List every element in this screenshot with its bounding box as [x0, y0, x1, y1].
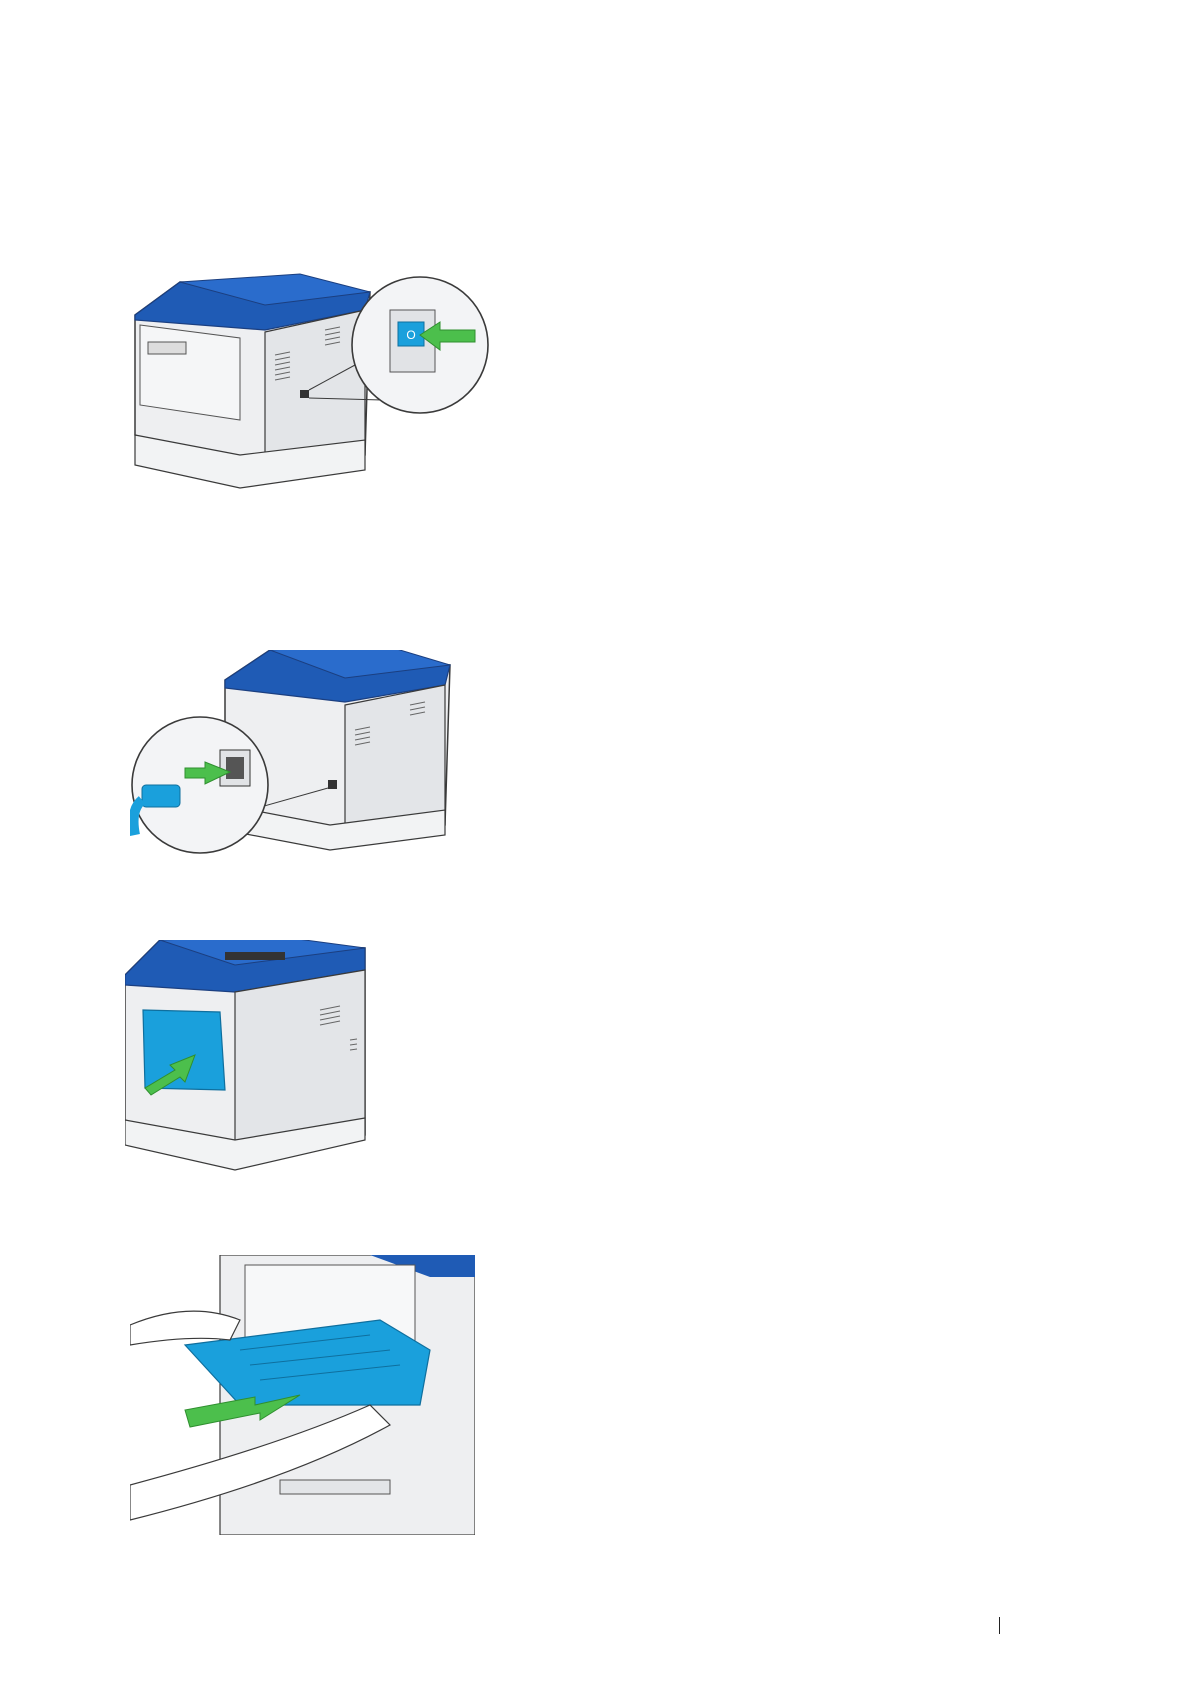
- hands-remove-mpf-tray-illustration: [130, 1255, 475, 1535]
- printer-front-mpf-cover-illustration: [125, 940, 395, 1195]
- printer-rear-power-switch-illustration: O: [120, 270, 535, 515]
- printer-rear-power-cord-illustration: [130, 650, 470, 900]
- switch-off-label: O: [406, 328, 415, 342]
- page-number-separator: [999, 1617, 1000, 1634]
